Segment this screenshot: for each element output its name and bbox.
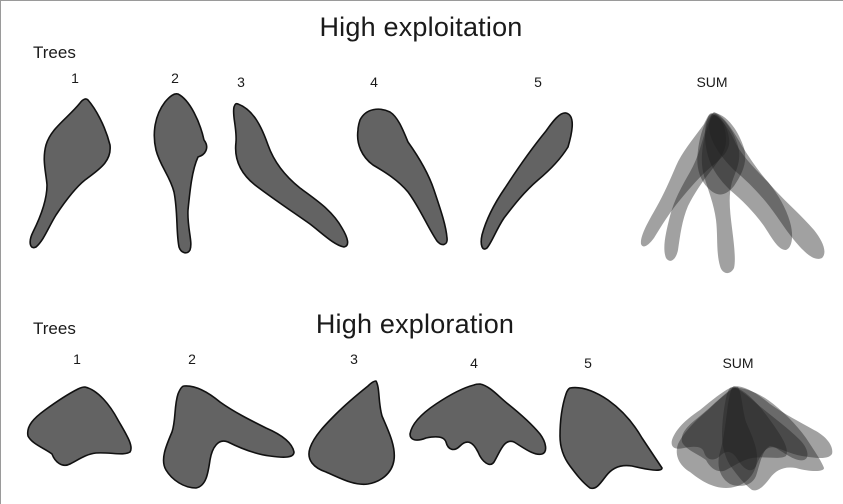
exploration-tree-1-shape [28,387,131,465]
exploitation-tree-1-shape [30,99,110,248]
exploration-tree-5-shape [560,388,662,489]
exploration-tree-3-shape [309,381,394,484]
exploitation-tree-5-shape [481,113,572,249]
exploitation-tree-3-shape [234,104,348,247]
exploration-tree-4-shape [410,384,546,464]
exploitation-tree-2-shape [154,94,206,253]
exploration-tree-2-shape [164,386,294,488]
exploitation-tree-4-shape [358,109,447,244]
